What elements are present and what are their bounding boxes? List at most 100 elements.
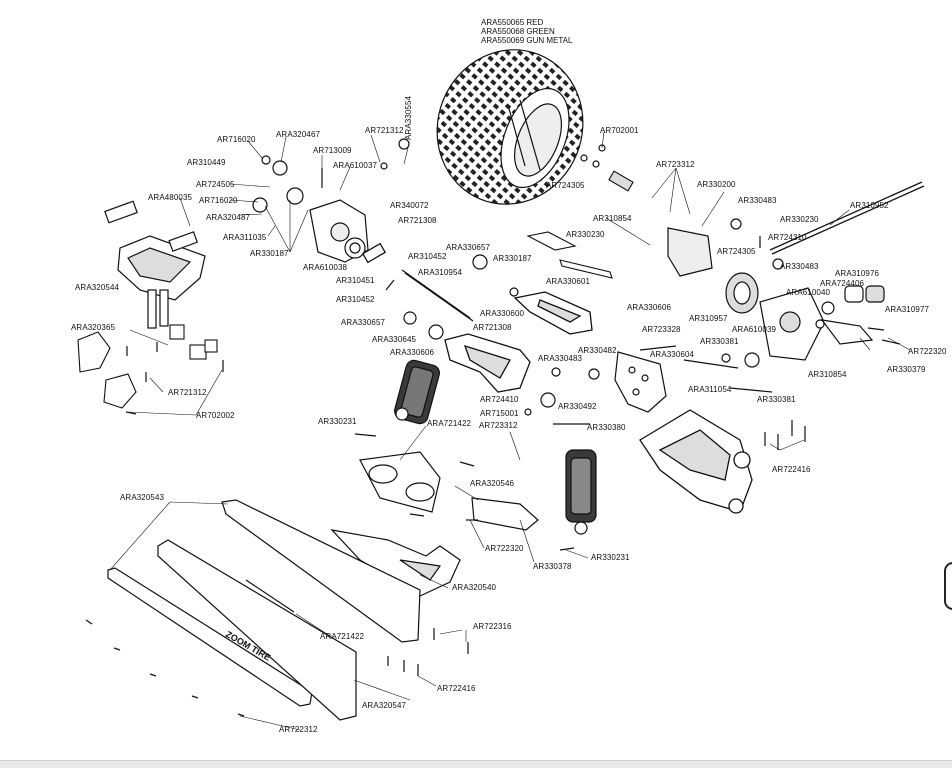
part-label: AR310854	[593, 214, 632, 223]
tire-part-numbers: ARA550065 RED ARA550068 GREEN ARA550069 …	[481, 18, 572, 45]
part-label: AR310952	[850, 201, 889, 210]
part-label: AR722316	[473, 622, 512, 631]
screws-and-pins	[85, 138, 901, 717]
front-lower-arm	[444, 333, 531, 393]
skid-plate	[330, 529, 461, 597]
part-label: ARA330554	[404, 95, 413, 140]
part-label: ARA330657	[446, 243, 491, 252]
tire-wheel-assembly	[436, 49, 584, 205]
part-label: AR724505	[196, 180, 235, 189]
part-label: AR330379	[887, 365, 926, 374]
bottom-scrollbar[interactable]	[0, 760, 952, 768]
part-label: AR724410	[480, 395, 519, 404]
rear-differential	[667, 227, 825, 361]
part-label: AR330380	[587, 423, 626, 432]
part-label: AR721312	[168, 388, 207, 397]
part-label: AR330187	[493, 254, 532, 263]
rear-shock-tower	[614, 351, 667, 413]
part-label: AR723328	[642, 325, 681, 334]
driveshafts	[361, 181, 925, 322]
part-label: ARA721422	[427, 419, 472, 428]
part-label: ARA610040	[786, 288, 831, 297]
part-label: ARA320546	[470, 479, 515, 488]
part-label: AR713009	[313, 146, 352, 155]
part-label: ARA320544	[75, 283, 120, 292]
part-label: AR716020	[199, 196, 238, 205]
part-label: AR721312	[365, 126, 404, 135]
part-label: AR330482	[578, 346, 617, 355]
part-label: AR724305	[546, 181, 585, 190]
part-label: AR330483	[780, 262, 819, 271]
tire-label-gunmetal: ARA550069 GUN METAL	[481, 36, 573, 45]
part-label: ARA320543	[120, 493, 165, 502]
part-label: AR721308	[473, 323, 512, 332]
part-label: AR310452	[336, 295, 375, 304]
part-label: AR330483	[738, 196, 777, 205]
front-hubs	[77, 324, 218, 409]
part-label: AR330381	[700, 337, 739, 346]
part-label: AR722312	[279, 725, 318, 734]
part-label: AR724310	[768, 233, 807, 242]
part-label: AR310449	[187, 158, 226, 167]
part-label: ARA480035	[148, 193, 193, 202]
part-label: AR330200	[697, 180, 736, 189]
part-label: ARA320487	[206, 213, 251, 222]
leader-lines	[109, 131, 911, 731]
part-label: ARA610038	[303, 263, 348, 272]
turnbuckles	[526, 170, 634, 279]
tire-label-green: ARA550068 GREEN	[481, 27, 555, 36]
part-label: AR723312	[656, 160, 695, 169]
part-label: ARA330657	[341, 318, 386, 327]
part-label: AR330187	[250, 249, 289, 258]
part-label: ARA330606	[390, 348, 435, 357]
part-label: AR310854	[808, 370, 847, 379]
part-label: AR340072	[390, 201, 429, 210]
front-shock	[394, 359, 440, 425]
part-label: ARA721422	[320, 632, 365, 641]
front-upper-arm	[513, 291, 593, 335]
part-label: ARA724406	[820, 279, 865, 288]
part-label: AR330378	[533, 562, 572, 571]
rear-hub-carrier	[820, 285, 885, 345]
part-label: ARA311035	[223, 233, 267, 242]
part-label: AR724305	[717, 247, 756, 256]
part-label: AR722320	[485, 544, 524, 553]
part-label: ARA330606	[627, 303, 672, 312]
front-bulkhead	[104, 200, 206, 329]
front-uprights	[252, 160, 369, 263]
rear-lower-arm	[639, 409, 753, 514]
part-label: ARA320365	[71, 323, 116, 332]
part-label: AR330230	[780, 215, 819, 224]
part-label: ARA330645	[372, 335, 417, 344]
part-label: ARA330483	[538, 354, 583, 363]
part-label: AR715001	[480, 409, 519, 418]
part-label: ARA310977	[885, 305, 930, 314]
part-label: AR330230	[566, 230, 605, 239]
part-label: AR716020	[217, 135, 256, 144]
part-label: ARA330600	[480, 309, 525, 318]
part-label: AR330231	[318, 417, 357, 426]
part-label: ARA320547	[362, 701, 407, 710]
part-label: AR330492	[558, 402, 597, 411]
part-label: AR702002	[196, 411, 235, 420]
part-label: ARA610039	[732, 325, 777, 334]
part-label: AR723312	[479, 421, 518, 430]
part-label: ARA330604	[650, 350, 695, 359]
part-label: AR722416	[772, 465, 811, 474]
part-label: ARA310976	[835, 269, 880, 278]
part-label: AR721308	[398, 216, 437, 225]
chassis-braces	[359, 451, 539, 531]
part-label: ARA610037	[333, 161, 378, 170]
rear-shock	[565, 449, 597, 535]
part-label: AR330231	[591, 553, 630, 562]
part-label: AR722320	[908, 347, 947, 356]
side-panel-handle[interactable]	[944, 562, 952, 610]
part-label: AR310957	[689, 314, 728, 323]
part-label: ARA311054	[688, 385, 732, 394]
part-label: ARA320540	[452, 583, 497, 592]
part-label: AR310452	[408, 252, 447, 261]
part-label: ARA310954	[418, 268, 463, 277]
part-label: AR722416	[437, 684, 476, 693]
part-label: ARA320467	[276, 130, 321, 139]
